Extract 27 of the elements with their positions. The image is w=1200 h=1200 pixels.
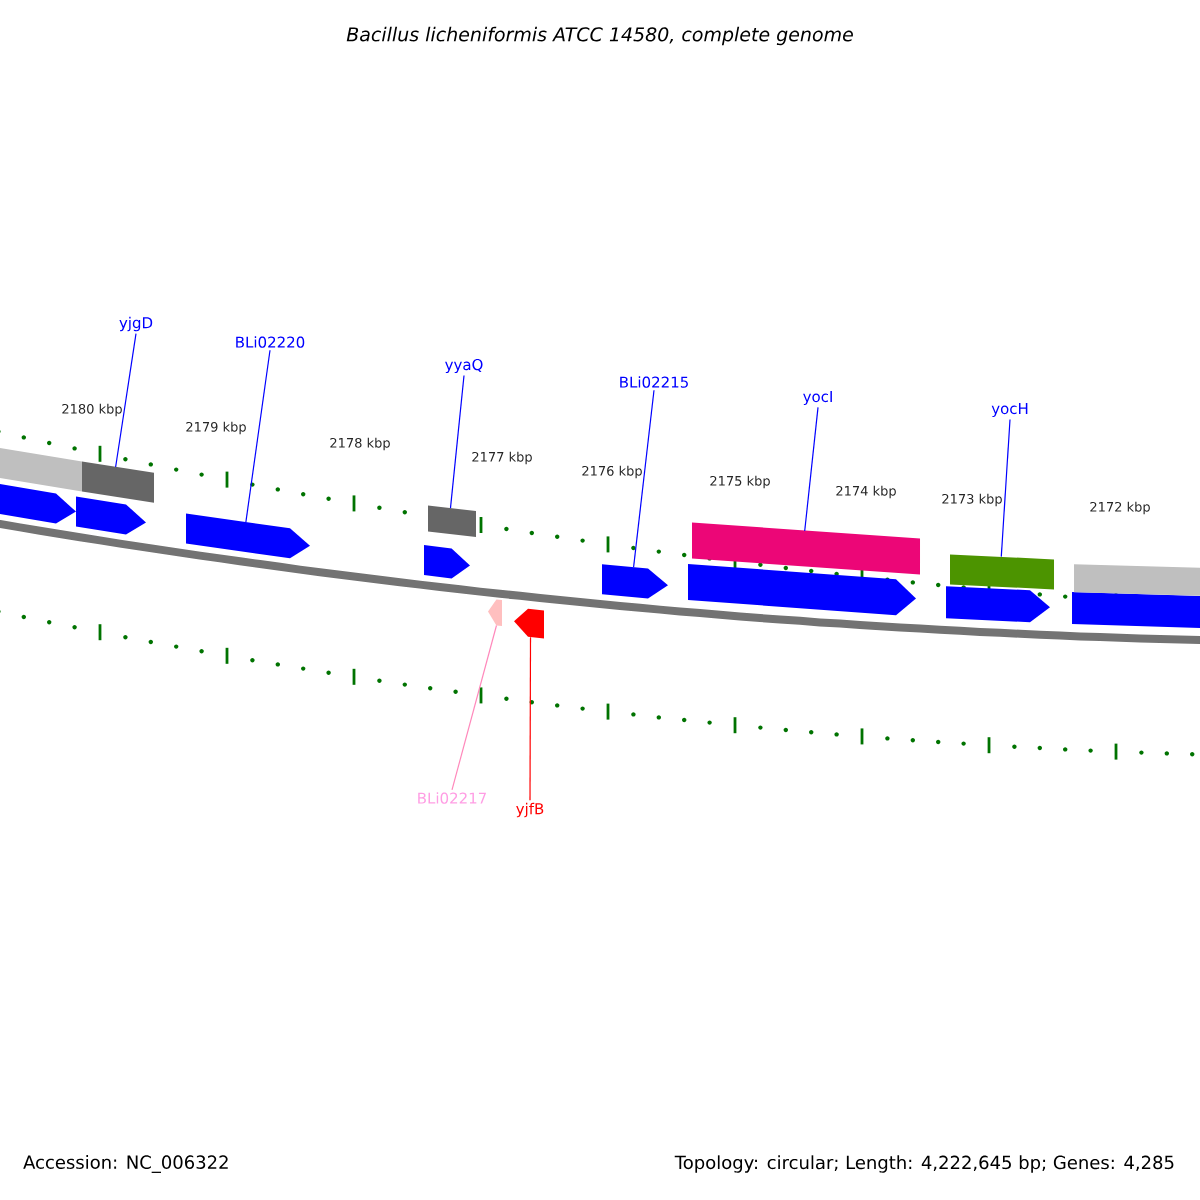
gene-feature — [1072, 592, 1200, 628]
gene-feature — [946, 586, 1050, 623]
gene-feature — [76, 496, 146, 535]
gene-feature — [692, 522, 920, 575]
leader-line — [529, 636, 532, 801]
leader-line — [449, 374, 465, 509]
genome-info-text: Topology: circular; Length: 4,222,645 bp; Genes: 4,285 — [674, 1155, 1174, 1173]
leader-line — [115, 333, 137, 468]
gene-feature — [1074, 564, 1200, 597]
accession-text: Accession: NC_006322 — [23, 1155, 228, 1173]
gene-feature — [488, 599, 502, 626]
leader-line — [451, 624, 498, 791]
gene-feature — [514, 608, 544, 639]
gene-feature — [950, 554, 1054, 590]
gene-feature — [0, 480, 76, 524]
leader-line — [633, 389, 655, 568]
gene-feature — [602, 564, 668, 599]
leader-line — [1000, 418, 1011, 558]
gene-feature — [82, 461, 154, 503]
gene-feature — [688, 564, 916, 616]
title: Bacillus licheniformis ATCC 14580, complete genome — [346, 26, 853, 46]
gene-feature — [424, 545, 470, 579]
gene-feature — [186, 513, 310, 559]
gene-feature — [428, 505, 476, 537]
leader-line — [245, 349, 271, 523]
gene-feature — [0, 444, 82, 492]
leader-line — [804, 406, 819, 532]
